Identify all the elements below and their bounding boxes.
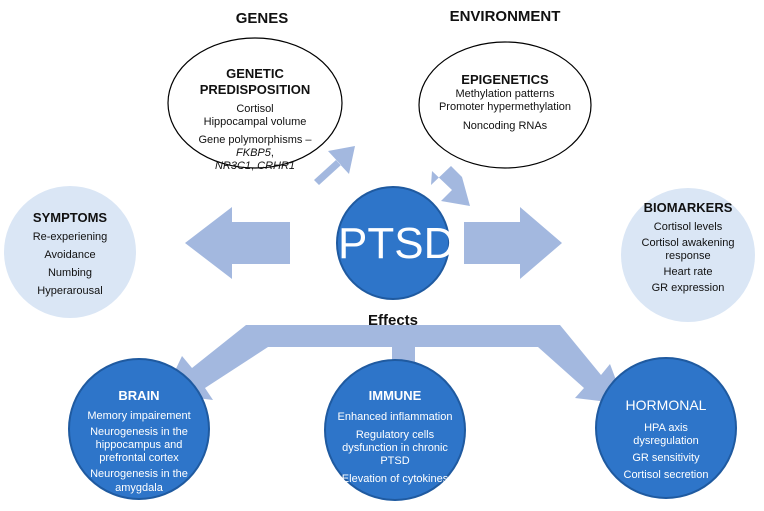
epigenetics-item: Methylation patterns (455, 87, 555, 100)
genes-arrow (314, 146, 355, 185)
brain-item: Neurogenesis in the (90, 425, 188, 438)
epigenetics-oval (418, 41, 592, 169)
brain-item: Neurogenesis in the (90, 468, 188, 481)
symptom-item: Hyperarousal (37, 284, 103, 297)
hormonal-circle (595, 357, 737, 499)
biomarker-item: Cortisol awakening (641, 236, 735, 249)
brain-title: BRAIN (118, 388, 160, 403)
effects-header: Effects (367, 312, 419, 329)
immune-circle (324, 359, 466, 501)
immune-item: dysfunction in chronic (342, 441, 448, 454)
brain-item: amygdala (115, 481, 163, 494)
hormonal-block: HORMONAL HPA axis dysregulation GR sensi… (606, 397, 726, 483)
biomarker-item: GR expression (651, 282, 725, 295)
effects-bar (246, 325, 560, 347)
ptsd-circle (336, 186, 450, 300)
epigenetics-block: EPIGENETICS Methylation patterns Promote… (430, 72, 580, 133)
biomarkers-block: BIOMARKERS Cortisol levels Cortisol awak… (628, 200, 748, 296)
hormonal-item: HPA axis (644, 421, 688, 434)
brain-item: prefrontal cortex (99, 452, 179, 465)
brain-item: hippocampus and (95, 438, 183, 451)
arrow-to-hormonal (538, 325, 625, 404)
gene-list-separator: , (251, 159, 258, 172)
gene-separator: , (270, 146, 274, 159)
epigenetics-item: Noncoding RNAs (462, 119, 548, 132)
genetic-item-gene-list: NR3C1, CRHR1 (178, 160, 332, 173)
biomarker-item: Heart rate (663, 266, 713, 279)
arrow-to-biomarkers (464, 207, 562, 279)
symptom-item: Numbing (47, 266, 93, 279)
gene-crhr1: CRHR1 (257, 159, 296, 172)
hormonal-item: GR sensitivity (632, 452, 700, 465)
genetic-item-cortisol: Cortisol (236, 103, 274, 116)
biomarker-item: response (665, 249, 711, 262)
genetic-item-gene-polymorphisms: Gene polymorphisms – FKBP5, (178, 134, 332, 160)
genetic-title-line1: GENETIC (226, 66, 284, 81)
gene-polymorphisms-prefix: Gene polymorphisms – (198, 133, 312, 146)
epigenetics-item: Promoter hypermethylation (438, 100, 572, 113)
hormonal-item: dysregulation (633, 434, 699, 447)
brain-item: Memory impairement (87, 409, 191, 422)
brain-circle (68, 358, 210, 500)
genetic-title-line2: PREDISPOSITION (199, 81, 311, 97)
immune-item: Regulatory cells (355, 428, 435, 441)
brain-block: BRAIN Memory impairement Neurogenesis in… (79, 388, 199, 495)
immune-item: PTSD (380, 455, 410, 468)
immune-item: Elevation of cytokines (341, 473, 449, 486)
genetic-predisposition-block: GENETIC PREDISPOSITION Cortisol Hippocam… (178, 66, 332, 173)
epigenetics-title: EPIGENETICS (461, 72, 549, 87)
symptoms-circle (4, 186, 136, 318)
hormonal-title: HORMONAL (625, 397, 707, 413)
arrow-to-symptoms (185, 207, 290, 279)
environment-arrow (431, 166, 470, 206)
gene-nr3c1: NR3C1 (214, 159, 252, 172)
gene-fkbp5: FKBP5 (236, 146, 271, 159)
biomarkers-title: BIOMARKERS (643, 200, 733, 215)
genetic-item-hippocampal-volume: Hippocampal volume (203, 116, 307, 129)
symptom-item: Re-experiening (32, 231, 108, 244)
environment-header: ENVIRONMENT (449, 8, 561, 25)
ptsd-label: PTSD (338, 219, 456, 268)
symptom-item: Avoidance (44, 249, 96, 261)
biomarker-item: Cortisol levels (653, 220, 723, 233)
immune-item: Enhanced inflammation (337, 410, 453, 423)
symptoms-block: SYMPTOMS Re-experiening Avoidance Numbin… (14, 210, 126, 298)
symptoms-title: SYMPTOMS (32, 210, 108, 225)
hormonal-item: Cortisol secretion (623, 469, 709, 482)
immune-block: IMMUNE Enhanced inflammation Regulatory … (332, 388, 458, 487)
immune-title: IMMUNE (368, 388, 422, 403)
biomarkers-circle (621, 188, 755, 322)
genetic-predisposition-oval (167, 37, 343, 169)
genes-header: GENES (235, 10, 289, 27)
